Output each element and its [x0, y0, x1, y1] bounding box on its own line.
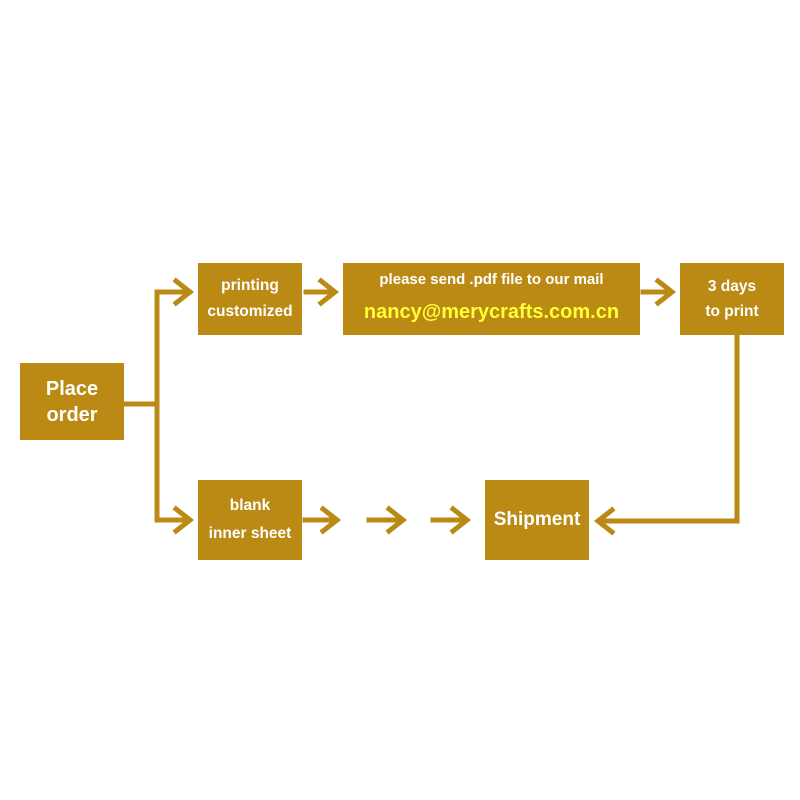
printing-line1: printing [221, 277, 279, 294]
arrow-to-blank-icon [172, 505, 195, 535]
blank-line2: inner sheet [208, 525, 292, 542]
days-line2: to print [705, 303, 759, 320]
send-pdf-box: please send .pdf file to our mail nancy@… [343, 263, 640, 335]
days-line1: 3 days [707, 278, 757, 295]
shipment-box: Shipment [485, 480, 589, 560]
arrow-blank-2-icon [385, 505, 408, 535]
printing-customized-box: printing customized [198, 263, 302, 335]
arrow-to-mail-icon [317, 277, 340, 307]
place-order-box: Place order [20, 363, 124, 440]
place-order-line1: Place [45, 377, 99, 400]
arrow-blank-1-icon [319, 505, 342, 535]
arrow-to-shipment-from-right-icon [593, 506, 616, 536]
place-order-line2: order [46, 403, 98, 426]
email-address: nancy@merycrafts.com.cn [363, 301, 620, 323]
arrow-to-days-icon [654, 277, 677, 307]
arrow-to-printing-icon [172, 277, 195, 307]
blank-line1: blank [229, 497, 271, 514]
shipment-label: Shipment [493, 509, 581, 530]
blank-inner-sheet-box: blank inner sheet [198, 480, 302, 560]
printing-line2: customized [207, 303, 293, 320]
days-to-print-box: 3 days to print [680, 263, 784, 335]
arrow-blank-3-icon [449, 505, 472, 535]
send-pdf-instruction: please send .pdf file to our mail [379, 271, 604, 288]
